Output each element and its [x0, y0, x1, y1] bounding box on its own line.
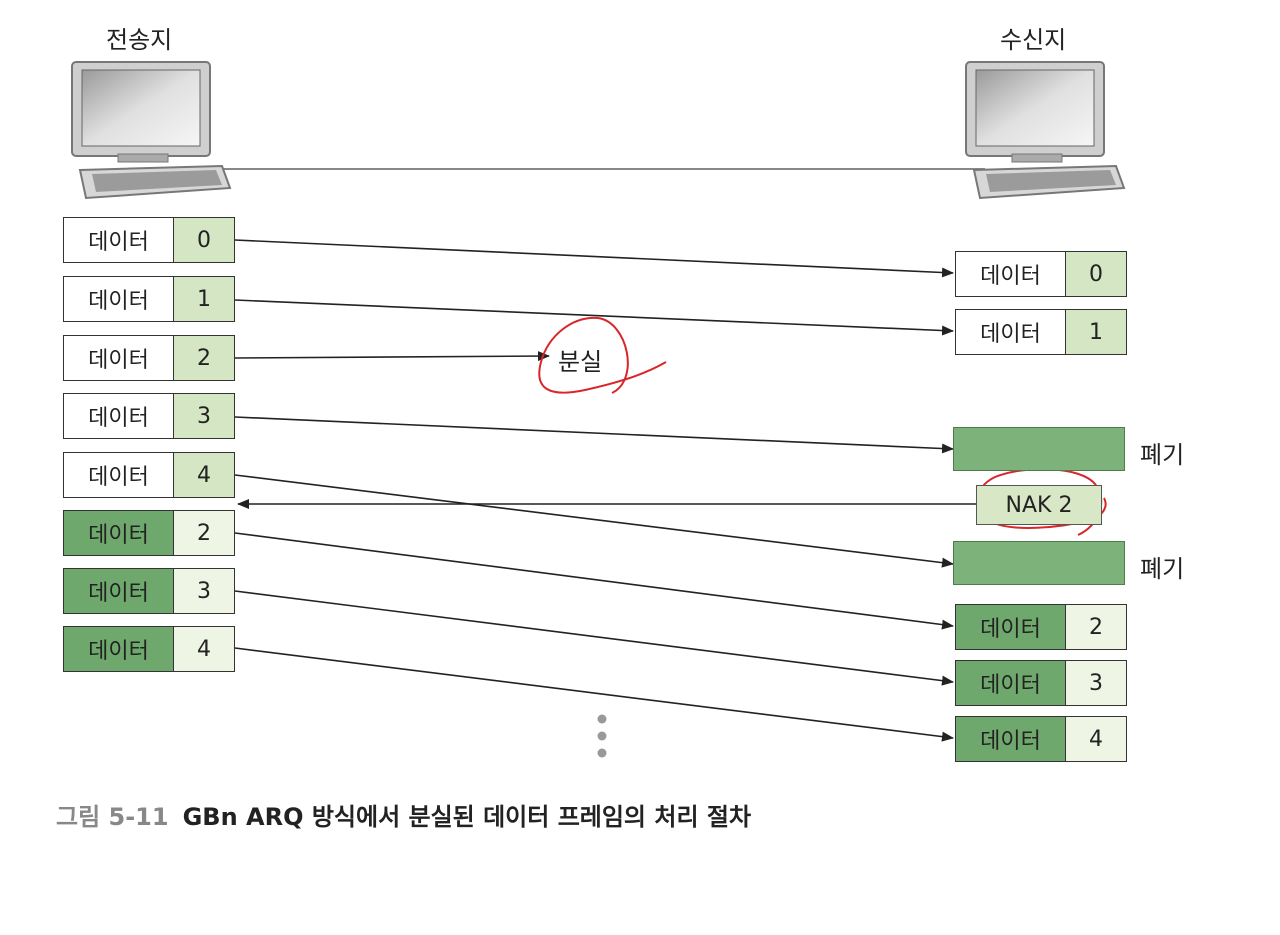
frame-word: 데이터: [64, 453, 174, 497]
frame-word: 데이터: [956, 310, 1066, 354]
frame-word: 데이터: [64, 218, 174, 262]
sender-frame: 데이터 3: [63, 393, 235, 439]
frame-number: 2: [174, 511, 234, 555]
frame-word: 데이터: [956, 717, 1066, 761]
receiver-frame: 데이터 1: [955, 309, 1127, 355]
receiver-label: 수신지: [1000, 26, 1067, 54]
caption-text: GBn ARQ 방식에서 분실된 데이터 프레임의 처리 절차: [182, 803, 752, 831]
receiver-frame: 데이터 0: [955, 251, 1127, 297]
frame-number: 0: [174, 218, 234, 262]
arrow-frame-1: [234, 299, 954, 336]
receiver-frame-resent: 데이터 2: [955, 604, 1127, 650]
frame-number: 1: [174, 277, 234, 321]
nak-frame: NAK 2: [976, 485, 1102, 525]
arrow-frame-3-discarded: [234, 416, 954, 454]
frame-number: 3: [174, 394, 234, 438]
receiver-frame-resent: 데이터 3: [955, 660, 1127, 706]
lost-label: 분실: [558, 348, 603, 376]
receiver-computer-icon: [965, 61, 1126, 200]
sender-frame-resent: 데이터 3: [63, 568, 235, 614]
arrow-frame-0: [234, 239, 954, 278]
discarded-frame: [953, 541, 1125, 585]
frame-number: 3: [1066, 661, 1126, 705]
frame-word: 데이터: [64, 277, 174, 321]
continuation-dots: [597, 714, 607, 758]
frame-number: 2: [174, 336, 234, 380]
frame-number: 3: [174, 569, 234, 613]
frame-word: 데이터: [64, 336, 174, 380]
frame-word: 데이터: [64, 394, 174, 438]
sender-computer-icon: [71, 61, 232, 200]
frame-number: 4: [174, 627, 234, 671]
lost-annotation-circle: [538, 316, 667, 394]
arrow-frame-4-discarded: [234, 474, 954, 568]
sender-frame: 데이터 0: [63, 217, 235, 263]
discard-label: 폐기: [1140, 555, 1185, 583]
figure-number: 그림 5-11: [56, 803, 169, 831]
frame-number: 0: [1066, 252, 1126, 296]
arrow-frame-2-lost: [234, 351, 550, 362]
frame-word: 데이터: [956, 605, 1066, 649]
frame-word: 데이터: [64, 627, 174, 671]
frame-number: 4: [1066, 717, 1126, 761]
sender-label: 전송지: [106, 26, 173, 54]
discarded-frame: [953, 427, 1125, 471]
sender-frame: 데이터 1: [63, 276, 235, 322]
frame-word: 데이터: [956, 252, 1066, 296]
frame-word: 데이터: [64, 511, 174, 555]
sender-frame-resent: 데이터 4: [63, 626, 235, 672]
sender-frame: 데이터 2: [63, 335, 235, 381]
arrow-frame-4-resent: [234, 647, 954, 742]
sender-frame: 데이터 4: [63, 452, 235, 498]
frame-number: 4: [174, 453, 234, 497]
sender-frame-resent: 데이터 2: [63, 510, 235, 556]
frame-number: 1: [1066, 310, 1126, 354]
figure-caption: 그림 5-11 GBn ARQ 방식에서 분실된 데이터 프레임의 처리 절차: [56, 797, 751, 832]
arrow-frame-2-resent: [234, 532, 954, 630]
frame-number: 2: [1066, 605, 1126, 649]
frame-word: 데이터: [64, 569, 174, 613]
arrow-frame-3-resent: [234, 590, 954, 686]
receiver-frame-resent: 데이터 4: [955, 716, 1127, 762]
frame-word: 데이터: [956, 661, 1066, 705]
discard-label: 폐기: [1140, 441, 1185, 469]
